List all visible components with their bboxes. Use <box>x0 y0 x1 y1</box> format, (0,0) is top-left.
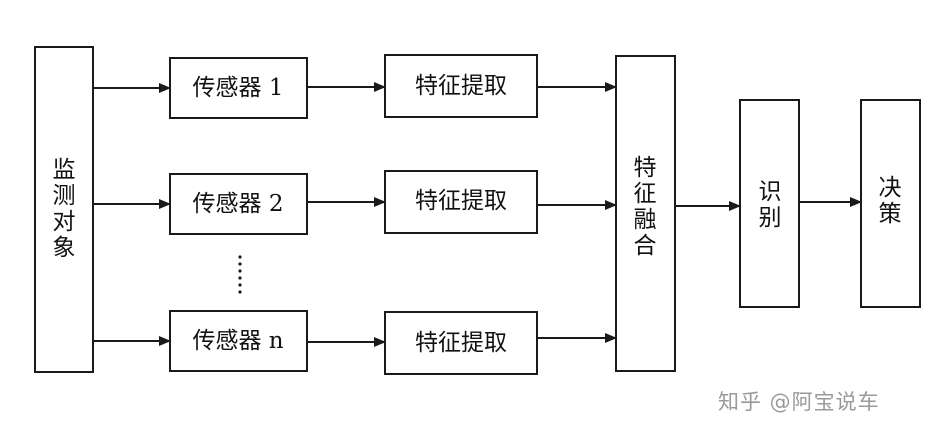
monitor-object-node: 监测对象 <box>34 46 94 373</box>
decision-label: 决策 <box>879 175 902 227</box>
watermark: 知乎 @阿宝说车 <box>718 390 880 414</box>
sensor-label-n: 传感器 n <box>192 328 283 354</box>
feature-extraction-label-3: 特征提取 <box>415 330 507 356</box>
feature-extraction-node-3: 特征提取 <box>384 311 538 375</box>
feature-extraction-label-2: 特征提取 <box>415 188 507 214</box>
monitor-object-label: 监测对象 <box>53 157 76 261</box>
sensor-label-1: 传感器 1 <box>193 75 284 101</box>
sensor-node-2: 传感器 2 <box>169 173 308 235</box>
feature-fusion-node: 特征融合 <box>615 55 676 372</box>
feature-fusion-label: 特征融合 <box>634 155 657 259</box>
feature-extraction-node-2: 特征提取 <box>384 170 538 234</box>
ellipsis-dots <box>238 255 242 294</box>
decision-node: 决策 <box>860 99 921 308</box>
recognition-node: 识别 <box>739 99 800 308</box>
sensor-label-2: 传感器 2 <box>193 191 284 217</box>
sensor-node-1: 传感器 1 <box>169 57 308 119</box>
recognition-label: 识别 <box>759 179 782 231</box>
sensor-node-n: 传感器 n <box>169 310 308 372</box>
feature-extraction-node-1: 特征提取 <box>384 54 538 118</box>
feature-extraction-label-1: 特征提取 <box>415 73 507 99</box>
